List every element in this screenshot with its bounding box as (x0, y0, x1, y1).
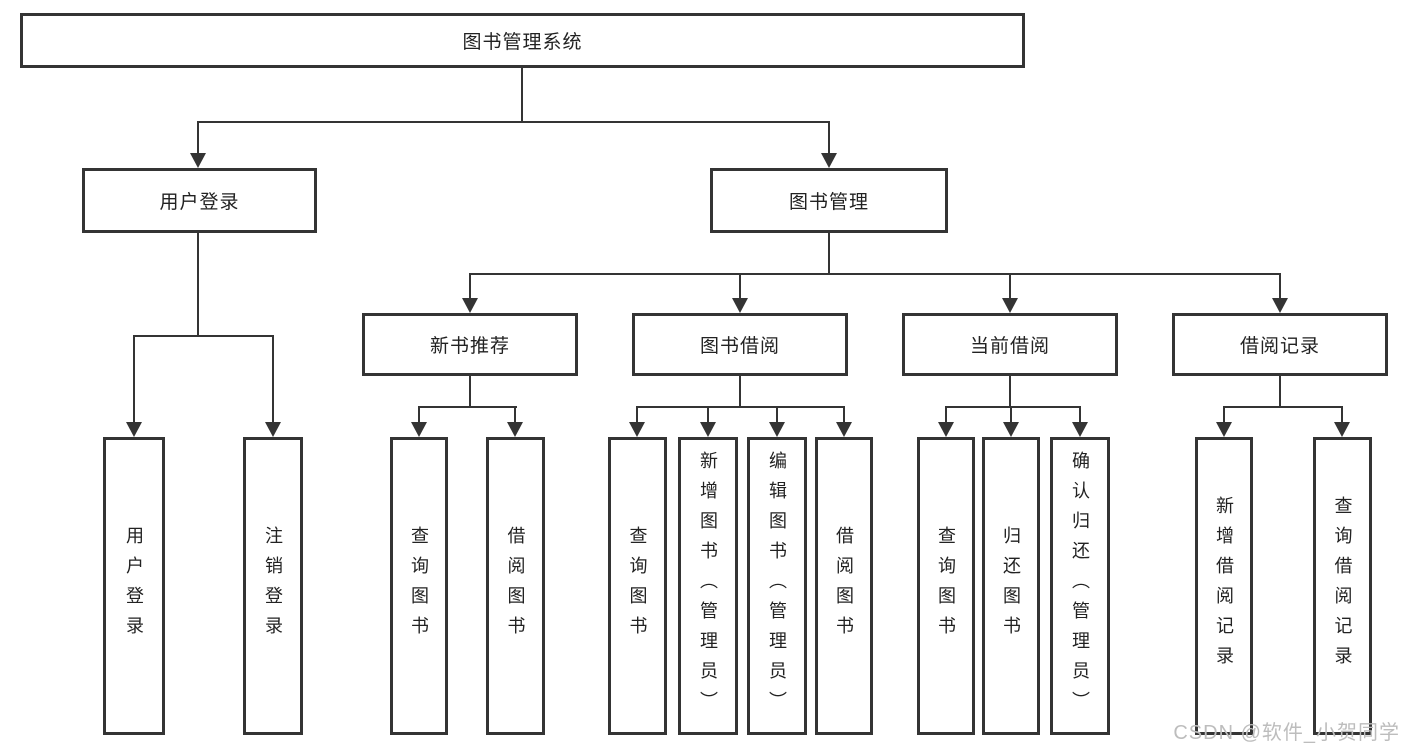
arrow-down-icon (821, 153, 837, 168)
leaf-user-login: 用户登录 (103, 437, 165, 735)
leaf-query-books-borrow: 查询图书 (608, 437, 667, 735)
leaf-query-borrow-record: 查询借阅记录 (1313, 437, 1372, 735)
leaf-confirm-return-admin: 确认归还（管理员） (1050, 437, 1110, 735)
node-borrow-records-label: 借阅记录 (1239, 336, 1320, 357)
connector-hline (1224, 406, 1343, 408)
connector-vline (707, 406, 709, 424)
arrow-down-icon (462, 298, 478, 313)
connector-hline (134, 335, 273, 337)
connector-vline (776, 406, 778, 424)
connector-vline (1279, 273, 1281, 300)
leaf-logout: 注销登录 (243, 437, 303, 735)
arrow-down-icon (732, 298, 748, 313)
arrow-down-icon (265, 422, 281, 437)
connector-vline (739, 376, 741, 406)
connector-vline (636, 406, 638, 424)
connector-vline (1079, 406, 1081, 424)
connector-vline (418, 406, 420, 424)
leaf-query-books-recommend: 查询图书 (390, 437, 448, 735)
connector-vline (197, 121, 199, 154)
leaf-add-borrow-record: 新增借阅记录 (1195, 437, 1253, 735)
connector-vline (514, 406, 516, 424)
leaf-borrow-books-recommend: 借阅图书 (486, 437, 545, 735)
arrow-down-icon (1002, 298, 1018, 313)
connector-vline (197, 233, 199, 335)
connector-vline (1341, 406, 1343, 424)
arrow-down-icon (1272, 298, 1288, 313)
node-new-book-recommend-label: 新书推荐 (429, 336, 510, 357)
arrow-down-icon (411, 422, 427, 437)
connector-vline (272, 335, 274, 423)
watermark: CSDN @软件_小贺同学 (1173, 722, 1400, 744)
arrow-down-icon (1003, 422, 1019, 437)
node-current-borrow: 当前借阅 (902, 313, 1118, 376)
leaf-add-books-admin: 新增图书（管理员） (678, 437, 738, 735)
arrow-down-icon (769, 422, 785, 437)
connector-vline (1009, 376, 1011, 406)
arrow-down-icon (126, 422, 142, 437)
node-root: 图书管理系统 (20, 13, 1025, 68)
connector-vline (521, 68, 523, 121)
leaf-borrow-books: 借阅图书 (815, 437, 873, 735)
connector-hline (419, 406, 517, 408)
connector-vline (469, 376, 471, 406)
node-book-management-branch: 图书管理 (710, 168, 948, 233)
node-user-login-branch-label: 用户登录 (159, 192, 240, 213)
node-book-borrow: 图书借阅 (632, 313, 848, 376)
connector-vline (1010, 406, 1012, 424)
node-root-label: 图书管理系统 (462, 32, 583, 53)
connector-hline (198, 121, 830, 123)
connector-vline (945, 406, 947, 424)
node-book-borrow-label: 图书借阅 (699, 336, 780, 357)
connector-vline (1279, 376, 1281, 406)
node-current-borrow-label: 当前借阅 (969, 336, 1050, 357)
leaf-return-books: 归还图书 (982, 437, 1040, 735)
leaf-edit-books-admin: 编辑图书（管理员） (747, 437, 807, 735)
node-book-management-branch-label: 图书管理 (788, 192, 869, 213)
node-borrow-records: 借阅记录 (1172, 313, 1388, 376)
arrow-down-icon (190, 153, 206, 168)
arrow-down-icon (629, 422, 645, 437)
leaf-query-books-current: 查询图书 (917, 437, 975, 735)
arrow-down-icon (1334, 422, 1350, 437)
arrow-down-icon (1072, 422, 1088, 437)
connector-vline (133, 335, 135, 423)
arrow-down-icon (836, 422, 852, 437)
connector-hline (470, 273, 1281, 275)
connector-vline (469, 273, 471, 300)
arrow-down-icon (1216, 422, 1232, 437)
connector-vline (843, 406, 845, 424)
connector-hline (637, 406, 845, 408)
node-user-login-branch: 用户登录 (82, 168, 317, 233)
connector-vline (828, 121, 830, 154)
arrow-down-icon (700, 422, 716, 437)
connector-vline (1009, 273, 1011, 300)
connector-vline (1223, 406, 1225, 424)
node-new-book-recommend: 新书推荐 (362, 313, 578, 376)
connector-vline (828, 233, 830, 273)
arrow-down-icon (938, 422, 954, 437)
arrow-down-icon (507, 422, 523, 437)
connector-hline (946, 406, 1081, 408)
connector-vline (739, 273, 741, 300)
